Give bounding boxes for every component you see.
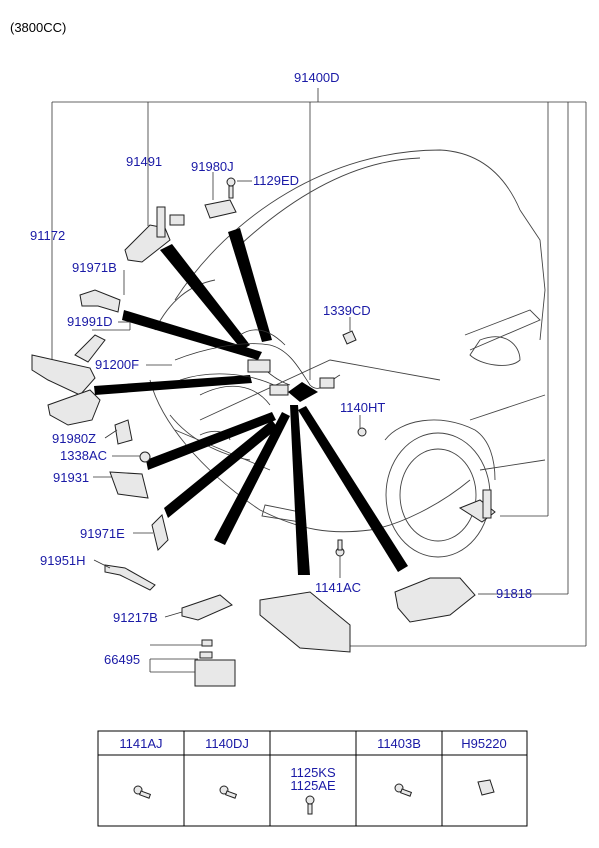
nut-icon-H95220 [477,779,495,796]
main-bracket-lines [51,88,587,647]
label-1141AC[interactable]: 1141AC [315,580,361,595]
label-91200F[interactable]: 91200F [95,357,139,372]
bolt-icon-1140DJ [219,785,238,799]
table-header-2: 1140DJ [205,736,249,751]
part-66495-latch[interactable] [194,639,236,687]
label-91971B[interactable]: 91971B [72,260,117,275]
label-91991D[interactable]: 91991D [67,314,113,329]
bolt-icon-11403B [394,783,413,797]
label-91491[interactable]: 91491 [126,154,162,169]
fastener-table: 1141AJ 1140DJ 11403B H95220 1125KS 1125A… [97,730,528,827]
part-1140HT-bolt[interactable] [357,427,367,437]
table-header-5: H95220 [461,736,507,751]
part-91971E-bracket[interactable] [151,514,169,551]
engine-label: (3800CC) [10,20,66,35]
bolt-icon-1141AJ [133,785,152,799]
table-cell-label-1125AE: 1125AE [290,778,336,793]
label-91951H[interactable]: 91951H [40,553,86,568]
label-1338AC[interactable]: 1338AC [60,448,107,463]
part-91980J-clip[interactable] [204,199,237,219]
label-91172[interactable]: 91172 [30,228,65,243]
label-1140HT[interactable]: 1140HT [340,400,385,415]
label-1339CD[interactable]: 1339CD [323,303,371,318]
routing-wedges [94,228,408,575]
table-header-1: 1141AJ [119,736,162,751]
part-91172-protector[interactable] [31,354,101,426]
wiring-harness [174,329,341,406]
bolt-icon-1125KS [305,795,315,815]
part-sensor-right[interactable] [458,489,496,523]
part-91980Z-clip[interactable] [114,419,133,445]
label-91931[interactable]: 91931 [53,470,89,485]
part-91491-bracket[interactable] [124,206,185,263]
table-header-4: 11403B [377,736,421,751]
part-91931-bracket[interactable] [109,471,149,499]
part-1338AC-nut[interactable] [139,451,151,463]
part-91818-protector[interactable] [394,577,476,623]
label-91980Z[interactable]: 91980Z [52,431,96,446]
part-1141AC-bolt[interactable] [335,539,345,557]
callout-labels: 91491 91980J 1129ED 91172 91971B 91991D … [30,154,532,667]
part-91971B-bracket[interactable] [79,289,121,313]
label-91980J[interactable]: 91980J [191,159,234,174]
part-91951H-bracket[interactable] [104,564,156,591]
part-protector-bar[interactable] [259,591,351,653]
part-1339CD-nut[interactable] [342,330,357,345]
main-part-label[interactable]: 91400D [294,70,340,85]
leader-lines [92,172,568,673]
label-91217B[interactable]: 91217B [113,610,158,625]
label-91818[interactable]: 91818 [496,586,532,601]
table-cell-label-1125KS: 1125KS [290,765,336,780]
part-1129ED-bolt[interactable] [226,177,236,199]
label-1129ED[interactable]: 1129ED [253,173,299,188]
part-91991D-bracket[interactable] [74,334,106,363]
vehicle-outline [149,149,546,558]
part-91217B-module[interactable] [181,594,233,621]
label-91971E[interactable]: 91971E [80,526,125,541]
label-66495[interactable]: 66495 [104,652,140,667]
